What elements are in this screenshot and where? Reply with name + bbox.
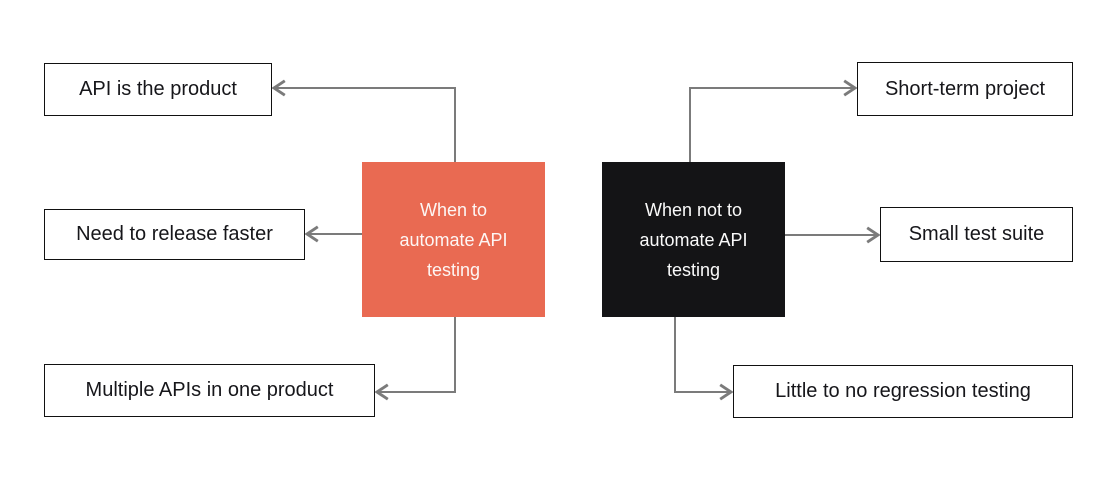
node-when-to-automate-api-testing: When to automate API testing <box>362 162 545 317</box>
node-when-to-line-3: testing <box>426 259 481 280</box>
node-small-test-suite: Small test suite <box>880 207 1073 262</box>
node-when-to-line-1: When to <box>419 199 488 220</box>
node-when-not-to-line-3: testing <box>666 259 721 280</box>
node-multiple-apis-in-one-product-label: Multiple APIs in one product <box>85 379 334 401</box>
node-small-test-suite-label: Small test suite <box>908 223 1045 245</box>
node-need-to-release-faster-label: Need to release faster <box>76 223 273 245</box>
node-api-is-the-product-label: API is the product <box>79 78 237 100</box>
node-short-term-project: Short-term project <box>857 62 1073 116</box>
node-need-to-release-faster: Need to release faster <box>44 209 305 260</box>
connector-when-not-to-short-term-project <box>689 79 858 162</box>
node-when-not-to-line-2: automate API <box>639 229 748 250</box>
connector-when-to-multiple-apis <box>374 317 456 401</box>
node-multiple-apis-in-one-product: Multiple APIs in one product <box>44 364 375 417</box>
node-when-not-to-automate-api-testing: When not to automate API testing <box>602 162 785 317</box>
node-when-not-to-line-1: When not to <box>644 199 743 220</box>
node-api-is-the-product: API is the product <box>44 63 272 116</box>
node-when-to-line-2: automate API <box>399 229 508 250</box>
connector-when-not-to-regression-testing <box>674 317 734 401</box>
node-little-to-no-regression-testing-label: Little to no regression testing <box>775 380 1031 402</box>
node-little-to-no-regression-testing: Little to no regression testing <box>733 365 1073 418</box>
connector-when-to-api-is-the-product <box>271 79 456 162</box>
node-short-term-project-label: Short-term project <box>884 77 1046 100</box>
